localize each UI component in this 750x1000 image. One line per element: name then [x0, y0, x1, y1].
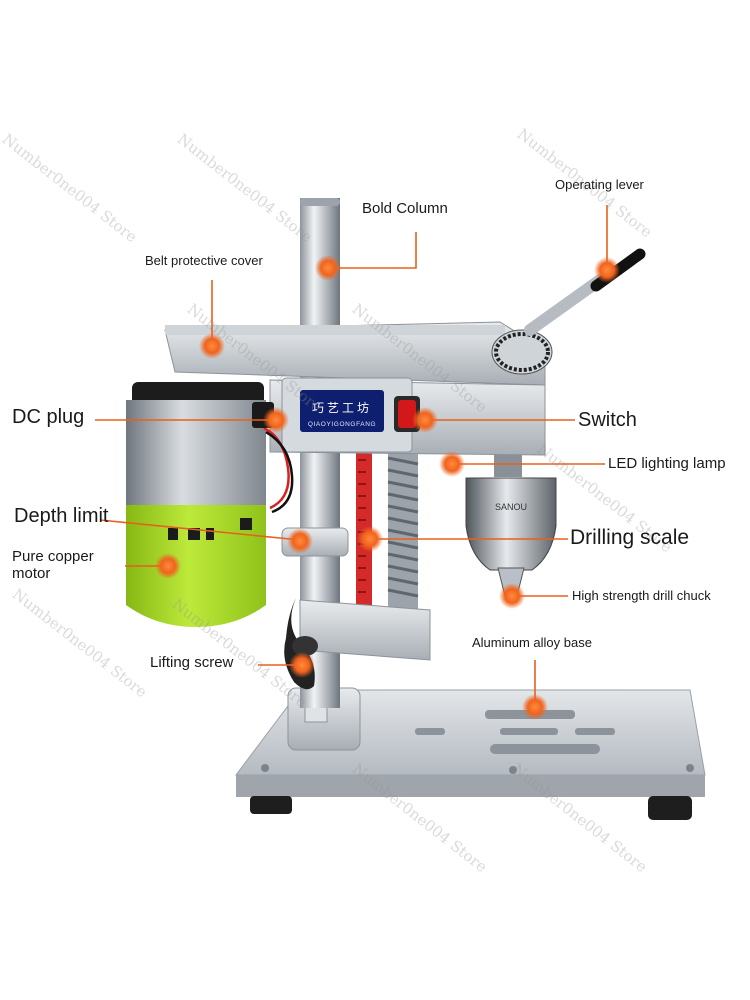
- pulley: [491, 329, 553, 375]
- label-drill-chuck: High strength drill chuck: [572, 588, 711, 603]
- marker-led-lamp: [439, 451, 465, 477]
- label-bold-column: Bold Column: [362, 200, 448, 217]
- label-dc-plug: DC plug: [12, 406, 85, 428]
- marker-drill-chuck: [499, 583, 525, 609]
- label-drilling-scale: Drilling scale: [570, 526, 690, 549]
- label-lifting-screw: Lifting screw: [150, 654, 234, 671]
- label-depth-limit: Depth limit: [14, 505, 109, 527]
- label-motor-line2: motor: [12, 565, 51, 582]
- label-switch: Switch: [578, 409, 637, 431]
- svg-text:SANOU: SANOU: [495, 502, 527, 512]
- marker-motor: [155, 553, 181, 579]
- svg-text:QIAOYIGONGFANG: QIAOYIGONGFANG: [308, 421, 376, 428]
- marker-operating-lever: [594, 257, 620, 283]
- marker-lifting-screw: [289, 652, 315, 678]
- callout-lines: [95, 205, 608, 706]
- feed-spring: [387, 450, 419, 610]
- label-led-lamp: LED lighting lamp: [608, 455, 726, 472]
- svg-text:巧艺工坊: 巧艺工坊: [312, 400, 372, 415]
- callout-markers: [155, 255, 620, 720]
- copper-motor: [126, 382, 266, 627]
- brand-badge: 巧艺工坊 QIAOYIGONGFANG: [300, 390, 384, 432]
- marker-belt-cover: [199, 333, 225, 359]
- marker-drilling-scale: [357, 526, 383, 552]
- marker-base: [522, 694, 548, 720]
- drill-chuck: SANOU: [465, 455, 557, 601]
- belt-protective-cover: [164, 321, 546, 386]
- operating-lever: [524, 248, 646, 336]
- label-belt-cover: Belt protective cover: [145, 253, 263, 268]
- label-operating-lever: Operating lever: [555, 177, 644, 192]
- label-motor-line1: Pure copper: [12, 548, 94, 565]
- label-base: Aluminum alloy base: [472, 635, 592, 650]
- marker-dc-plug: [263, 407, 289, 433]
- marker-bold-column: [315, 255, 341, 281]
- marker-depth-limit: [287, 528, 313, 554]
- marker-switch: [412, 407, 438, 433]
